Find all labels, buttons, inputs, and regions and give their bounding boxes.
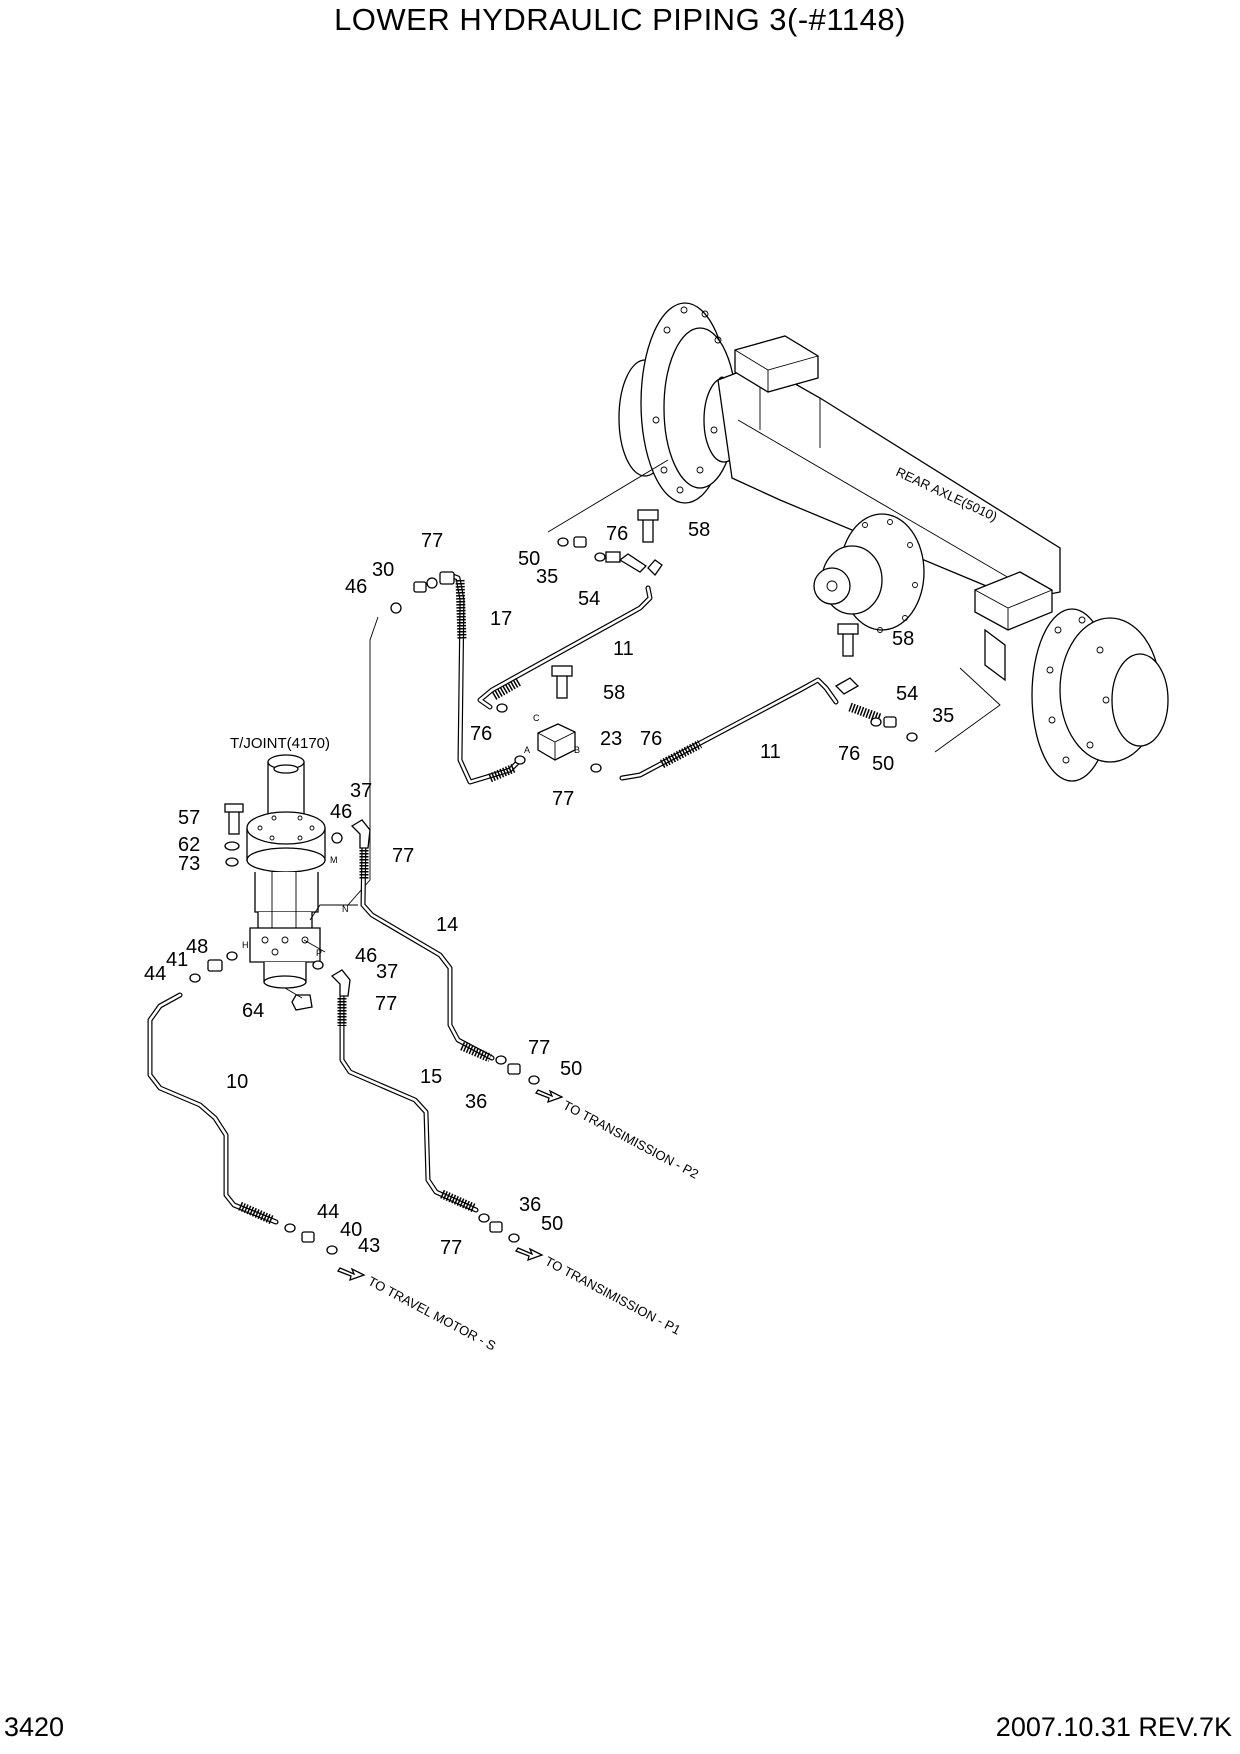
callout-11b: 11 bbox=[760, 741, 781, 763]
callout-76: 76 bbox=[606, 523, 628, 545]
callout-36b: 36 bbox=[519, 1194, 541, 1216]
callout-76c: 76 bbox=[470, 723, 492, 745]
callout-50: 50 bbox=[518, 548, 540, 570]
callout-77d: 77 bbox=[375, 993, 397, 1015]
callout-64: 64 bbox=[242, 1000, 264, 1022]
callout-50c: 50 bbox=[560, 1058, 582, 1080]
callout-77b: 77 bbox=[552, 788, 574, 810]
turning-joint-drawing bbox=[224, 754, 326, 1011]
revision-date: 2007.10.31 REV.7K bbox=[995, 1712, 1232, 1742]
callout-15: 15 bbox=[420, 1066, 442, 1088]
page-number: 3420 bbox=[4, 1712, 65, 1742]
dest-transmission-p1: TO TRANSIMISSION - P1 bbox=[543, 1253, 684, 1337]
callout-48: 48 bbox=[186, 936, 208, 958]
callout-76d: 76 bbox=[640, 728, 662, 750]
callout-50b: 50 bbox=[872, 753, 894, 775]
callout-77c: 77 bbox=[392, 845, 414, 867]
callout-14: 14 bbox=[436, 914, 458, 936]
port-p: P bbox=[316, 948, 322, 958]
callout-54: 54 bbox=[578, 588, 600, 610]
callout-46: 46 bbox=[345, 576, 367, 598]
callout-36: 36 bbox=[465, 1091, 487, 1113]
port-h: H bbox=[242, 940, 249, 950]
callout-30: 30 bbox=[372, 559, 394, 581]
callout-37b: 37 bbox=[376, 961, 398, 983]
callout-44b: 44 bbox=[317, 1201, 339, 1223]
turning-joint-hoses bbox=[147, 819, 564, 1282]
port-m: M bbox=[330, 855, 338, 865]
page-title: LOWER HYDRAULIC PIPING 3(-#1148) bbox=[334, 2, 906, 37]
callout-46c: 46 bbox=[355, 945, 377, 967]
callout-35b: 35 bbox=[932, 705, 954, 727]
callout-40: 40 bbox=[340, 1219, 362, 1241]
callout-10: 10 bbox=[226, 1071, 248, 1093]
callout-46b: 46 bbox=[330, 801, 352, 823]
callout-50d: 50 bbox=[541, 1213, 563, 1235]
port-a: A bbox=[524, 745, 530, 755]
callout-57: 57 bbox=[178, 807, 200, 829]
callout-77e: 77 bbox=[528, 1037, 550, 1059]
callout-73: 73 bbox=[178, 853, 200, 875]
callout-23: 23 bbox=[600, 728, 622, 750]
port-b: B bbox=[574, 745, 580, 755]
callout-43: 43 bbox=[358, 1235, 380, 1257]
callout-58b: 58 bbox=[892, 628, 914, 650]
port-c: C bbox=[533, 713, 540, 723]
axle-piping bbox=[347, 459, 1001, 906]
callout-77: 77 bbox=[421, 530, 443, 552]
callout-44: 44 bbox=[144, 963, 166, 985]
turning-joint-label: T/JOINT(4170) bbox=[230, 735, 330, 752]
callout-76b: 76 bbox=[838, 743, 860, 765]
callout-35: 35 bbox=[536, 566, 558, 588]
callout-77f: 77 bbox=[440, 1237, 462, 1259]
callout-58: 58 bbox=[688, 519, 710, 541]
callout-54b: 54 bbox=[896, 683, 918, 705]
callout-62: 62 bbox=[178, 834, 200, 856]
part-callouts: 77 30 46 17 50 35 76 58 54 11 58 54 35 7… bbox=[144, 519, 954, 1259]
rear-axle-drawing bbox=[618, 302, 1169, 782]
callout-41: 41 bbox=[166, 949, 188, 971]
axle-fittings bbox=[496, 509, 918, 773]
callout-58c: 58 bbox=[603, 682, 625, 704]
callout-17: 17 bbox=[490, 608, 512, 630]
callout-11: 11 bbox=[613, 638, 634, 660]
dest-transmission-p2: TO TRANSIMISSION - P2 bbox=[561, 1097, 702, 1181]
port-letters: A B C M N H P bbox=[242, 713, 580, 958]
callout-37: 37 bbox=[350, 780, 372, 802]
port-n: N bbox=[342, 904, 349, 914]
dest-travel-motor-s: TO TRAVEL MOTOR - S bbox=[366, 1273, 499, 1353]
